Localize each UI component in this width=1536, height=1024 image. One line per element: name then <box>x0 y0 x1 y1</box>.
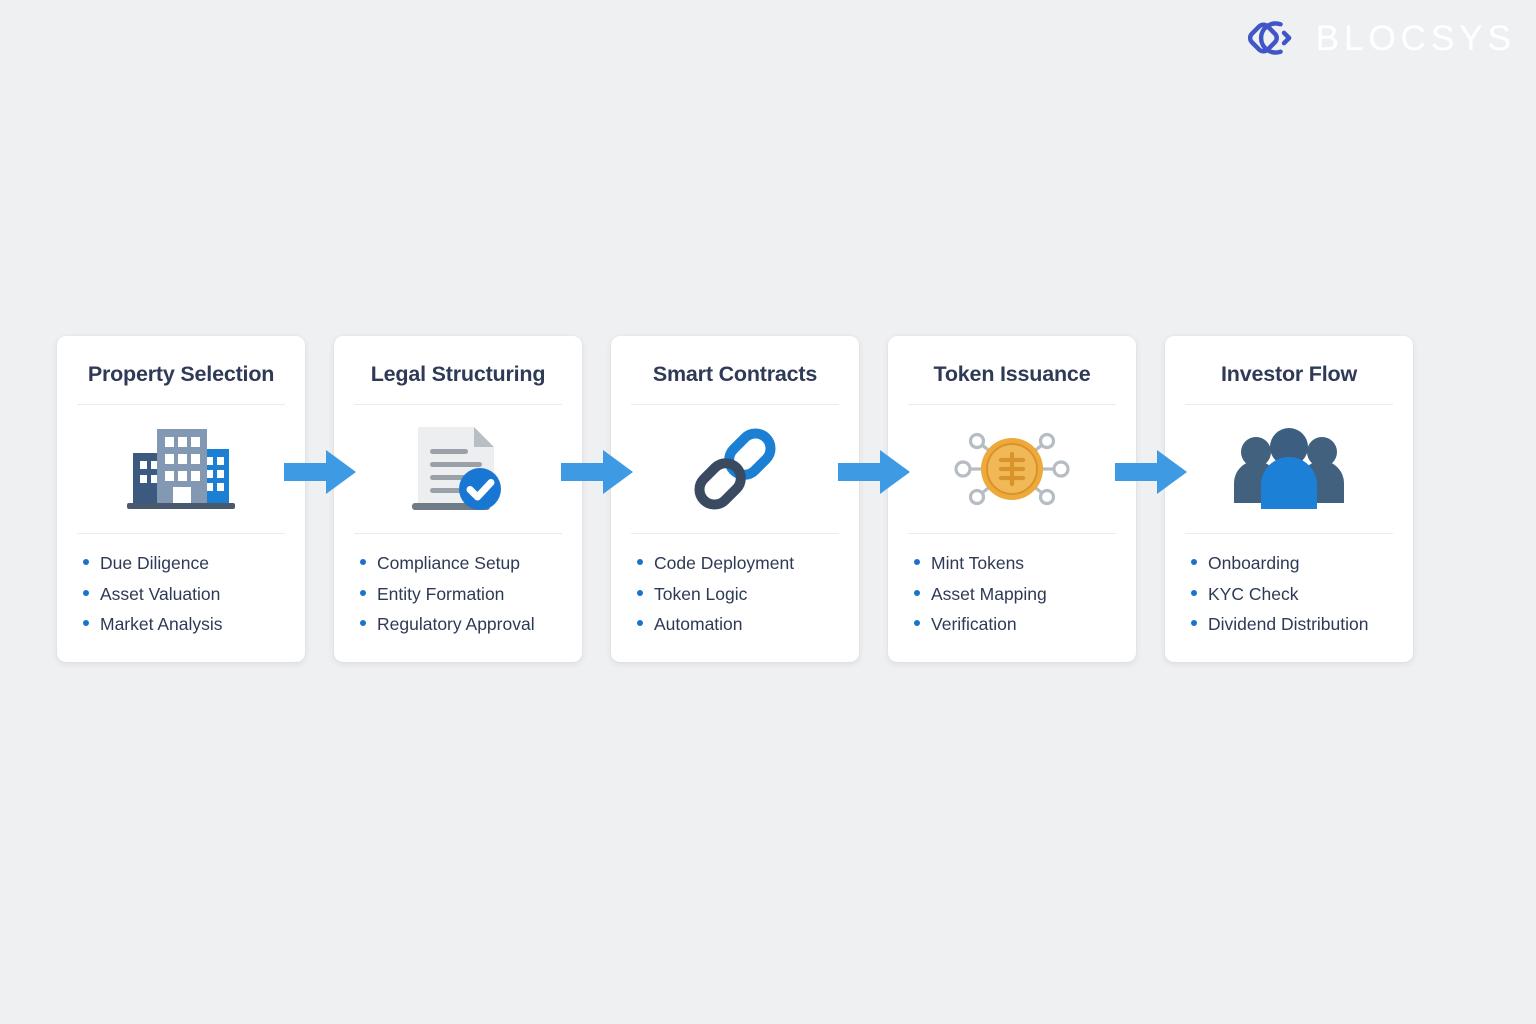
card-bullet-list: Compliance Setup Entity Formation Regula… <box>354 534 562 635</box>
card-title: Smart Contracts <box>652 362 818 386</box>
people-group-icon <box>1234 428 1344 509</box>
card-divider-top <box>908 404 1116 405</box>
arrow-right-icon <box>1115 450 1187 494</box>
card-title: Token Issuance <box>933 362 1091 386</box>
list-item: Market Analysis <box>77 615 285 635</box>
list-item: Asset Mapping <box>908 583 1116 605</box>
brand-logo: BLOCSYS <box>1246 14 1516 62</box>
flow-connector-2 <box>561 336 633 662</box>
bullet-label: Dividend Distribution <box>1208 614 1369 635</box>
flow-step-card-property-selection[interactable]: Property Selection <box>57 336 305 662</box>
list-item: Code Deployment <box>631 553 839 574</box>
bullet-label: Regulatory Approval <box>377 614 535 635</box>
bullet-dot-icon <box>360 620 366 627</box>
bullet-dot-icon <box>360 589 366 596</box>
list-item: Compliance Setup <box>354 553 562 574</box>
flow-connector-4 <box>1115 336 1187 662</box>
flow-step-card-token-issuance[interactable]: Token Issuance <box>888 336 1136 662</box>
list-item: KYC Check <box>1185 583 1393 605</box>
bullet-label: Token Logic <box>654 583 748 604</box>
bullet-dot-icon <box>637 589 643 596</box>
list-item: Regulatory Approval <box>354 615 562 635</box>
bullet-dot-icon <box>637 620 643 627</box>
bullet-dot-icon <box>1191 620 1197 627</box>
list-item: Due Diligence <box>77 553 285 574</box>
bullet-label: Code Deployment <box>654 553 795 573</box>
network-coin-icon <box>954 432 1070 506</box>
bullet-dot-icon <box>914 620 920 627</box>
bullet-dot-icon <box>83 559 89 565</box>
bullet-label: Market Analysis <box>100 614 223 635</box>
document-approved-icon <box>412 427 501 510</box>
card-divider-bottom <box>908 533 1116 534</box>
bullet-label: Entity Formation <box>377 583 505 604</box>
arrow-right-icon <box>561 450 633 494</box>
bullet-dot-icon <box>914 589 920 596</box>
bullet-dot-icon <box>1191 589 1197 596</box>
bullet-label: Asset Valuation <box>100 583 221 604</box>
flow-connector-3 <box>838 336 910 662</box>
list-item: Entity Formation <box>354 583 562 605</box>
office-buildings-icon <box>127 429 235 509</box>
bullet-label: Automation <box>654 614 743 635</box>
bullet-dot-icon <box>914 559 920 565</box>
list-item: Automation <box>631 615 839 635</box>
list-item: Asset Valuation <box>77 583 285 605</box>
flow-step-card-investor-flow[interactable]: Investor Flow Onboarding <box>1165 336 1413 662</box>
list-item: Dividend Distribution <box>1185 615 1393 635</box>
card-icon-area <box>908 405 1116 533</box>
arrow-right-icon <box>284 450 356 494</box>
list-item: Token Logic <box>631 583 839 605</box>
bullet-dot-icon <box>360 559 366 565</box>
card-divider-top <box>631 404 839 405</box>
flow-step-card-smart-contracts[interactable]: Smart Contracts Code Deployment Token Lo… <box>611 336 859 662</box>
card-bullet-list: Due Diligence Asset Valuation Market Ana… <box>77 534 285 635</box>
tokenization-process-flow: Property Selection <box>57 336 1463 662</box>
flow-step-card-legal-structuring[interactable]: Legal Structuring Co <box>334 336 582 662</box>
card-title: Legal Structuring <box>370 362 546 386</box>
card-icon-area <box>354 405 562 533</box>
card-divider-bottom <box>354 533 562 534</box>
card-bullet-list: Mint Tokens Asset Mapping Verification <box>908 534 1116 635</box>
list-item: Verification <box>908 615 1116 635</box>
card-divider-bottom <box>631 533 839 534</box>
flow-connector-1 <box>284 336 356 662</box>
chain-link-icon <box>694 428 776 510</box>
card-bullet-list: Onboarding KYC Check Dividend Distributi… <box>1185 534 1393 635</box>
card-icon-area <box>631 405 839 533</box>
card-title: Investor Flow <box>1221 362 1357 386</box>
bullet-label: Due Diligence <box>100 553 209 573</box>
bullet-label: Compliance Setup <box>377 553 520 573</box>
list-item: Mint Tokens <box>908 553 1116 574</box>
bullet-dot-icon <box>83 620 89 627</box>
card-divider-top <box>1185 404 1393 405</box>
blocsys-interlocking-diamonds-logo-icon <box>1247 21 1292 55</box>
card-divider-bottom <box>1185 533 1393 534</box>
bullet-label: Onboarding <box>1208 553 1300 573</box>
card-divider-top <box>77 404 285 405</box>
card-divider-top <box>354 404 562 405</box>
bullet-dot-icon <box>1191 559 1197 565</box>
bullet-label: KYC Check <box>1208 583 1299 604</box>
bullet-dot-icon <box>637 559 643 565</box>
bullet-label: Verification <box>931 614 1017 635</box>
arrow-right-icon <box>838 450 910 494</box>
bullet-dot-icon <box>83 589 89 596</box>
card-icon-area <box>1185 405 1393 533</box>
card-bullet-list: Code Deployment Token Logic Automation <box>631 534 839 635</box>
bullet-label: Asset Mapping <box>931 583 1047 604</box>
brand-name: BLOCSYS <box>1315 18 1516 58</box>
card-title: Property Selection <box>87 362 275 386</box>
card-divider-bottom <box>77 533 285 534</box>
card-icon-area <box>77 405 285 533</box>
list-item: Onboarding <box>1185 553 1393 574</box>
bullet-label: Mint Tokens <box>931 553 1025 573</box>
